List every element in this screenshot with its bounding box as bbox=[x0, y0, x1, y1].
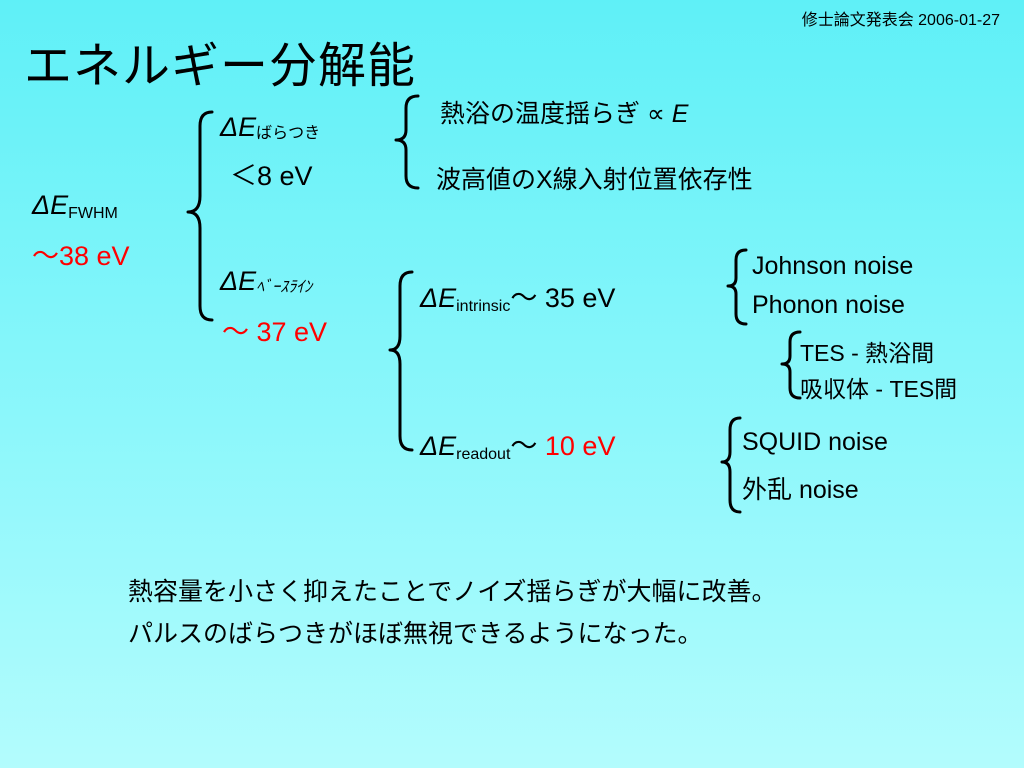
baseline-symbol: ΔE bbox=[220, 266, 257, 296]
baratsuki-symbol: ΔE bbox=[220, 112, 257, 142]
squid-noise: SQUID noise bbox=[742, 428, 888, 456]
fwhm-value: ～38 eV bbox=[32, 241, 130, 271]
johnson-noise: Johnson noise bbox=[752, 252, 914, 280]
intrinsic-subscript: intrinsic bbox=[456, 298, 511, 315]
intrinsic-label: ΔEintrinsic～ 35 eV bbox=[420, 276, 615, 316]
baseline-label: ΔEﾍﾞｰｽﾗｲﾝ bbox=[220, 266, 312, 297]
baratsuki-subscript: ばらつき bbox=[256, 125, 321, 142]
readout-value: 10 eV bbox=[537, 431, 616, 461]
summary-line-2: パルスのばらつきがほぼ無視できるようになった。 bbox=[128, 620, 703, 648]
baseline-value: ～ 37 eV bbox=[222, 317, 328, 347]
phonon-part-tes-bath: TES - 熱浴間 bbox=[800, 340, 935, 366]
baratsuki-cause-2: 波高値のX線入射位置依存性 bbox=[436, 166, 753, 194]
intrinsic-value: ～ 35 eV bbox=[510, 283, 616, 313]
readout-subscript: readout bbox=[456, 446, 511, 463]
cause-temperature-fluctuation: 熱浴の温度揺らぎ ∝ bbox=[440, 100, 672, 128]
baratsuki-value: ＜8 eV bbox=[230, 161, 313, 191]
baratsuki-label: ΔEばらつき bbox=[220, 112, 320, 143]
phonon-part-absorber-tes: 吸収体 - TES間 bbox=[800, 376, 958, 402]
baratsuki-cause-1: 熱浴の温度揺らぎ ∝ E bbox=[440, 94, 688, 130]
cause-energy-variable: E bbox=[671, 100, 689, 128]
intrinsic-symbol: ΔE bbox=[420, 283, 457, 313]
readout-label: ΔEreadout～ 10 eV bbox=[420, 424, 615, 464]
header-date-note: 修士論文発表会 2006-01-27 bbox=[801, 12, 1000, 29]
fwhm-symbol: ΔE bbox=[32, 190, 69, 220]
disturbance-noise: 外乱 noise bbox=[742, 476, 859, 504]
slide-title: エネルギー分解能 bbox=[24, 38, 417, 94]
baseline-subscript: ﾍﾞｰｽﾗｲﾝ bbox=[256, 279, 313, 296]
fwhm-subscript: FWHM bbox=[68, 205, 118, 222]
phonon-noise: Phonon noise bbox=[752, 291, 905, 319]
readout-symbol: ΔE bbox=[420, 431, 457, 461]
summary-line-1: 熱容量を小さく抑えたことでノイズ揺らぎが大幅に改善。 bbox=[128, 578, 777, 606]
readout-tilde: ～ bbox=[510, 431, 538, 461]
fwhm-label: ΔEFWHM bbox=[32, 190, 118, 223]
